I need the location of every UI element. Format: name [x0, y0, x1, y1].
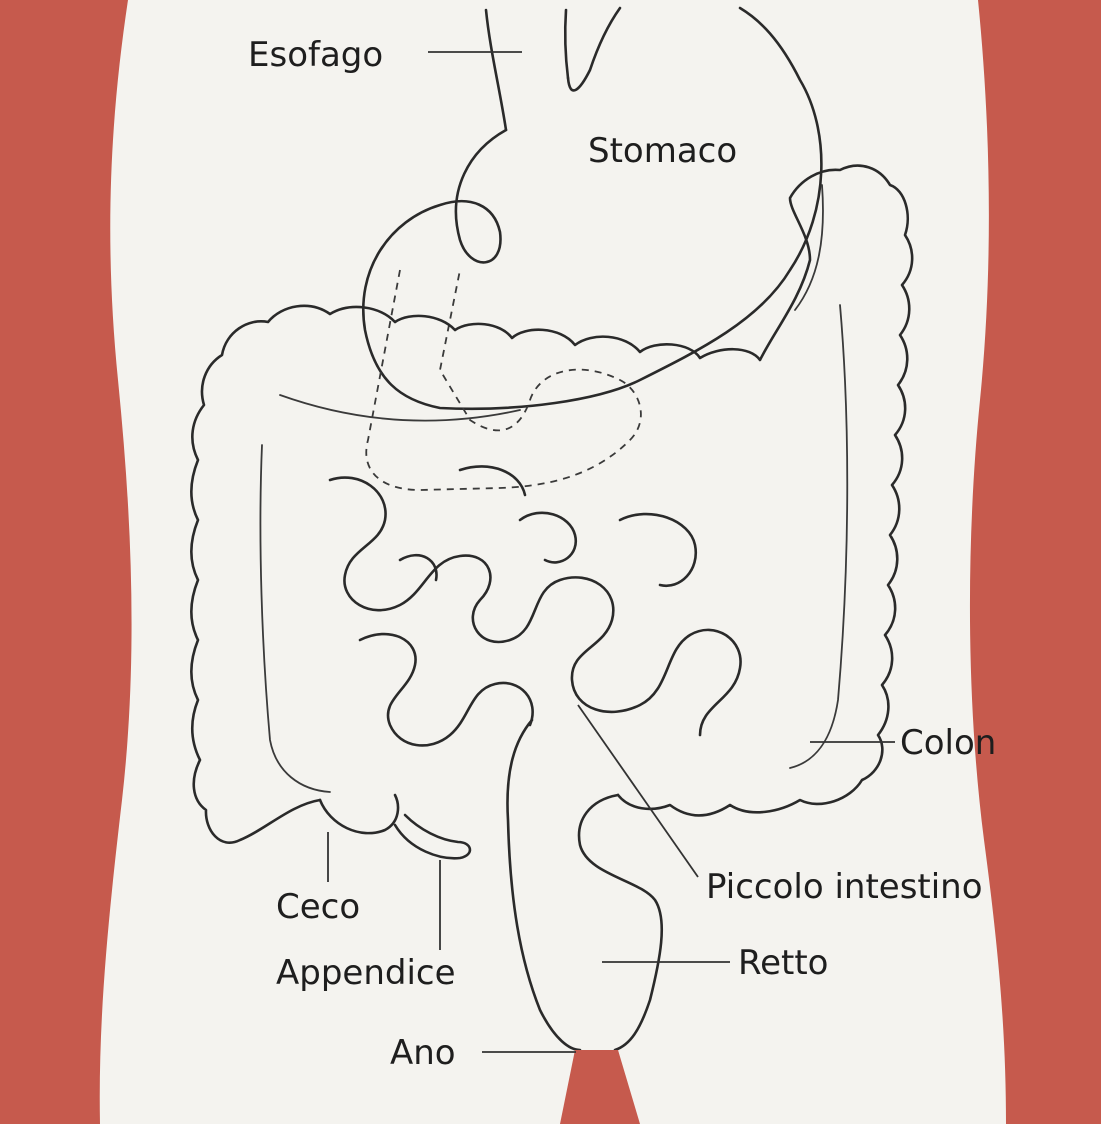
colon — [191, 166, 912, 843]
leader-piccolo-intestino — [578, 705, 698, 877]
label-ceco: Ceco — [276, 887, 360, 927]
small-intestine — [330, 466, 741, 745]
label-retto: Retto — [738, 943, 828, 983]
hidden-duodenum — [366, 270, 641, 490]
label-ano: Ano — [390, 1033, 456, 1073]
label-esofago: Esofago — [248, 35, 383, 75]
label-appendice: Appendice — [276, 953, 456, 993]
label-stomaco: Stomaco — [588, 131, 737, 171]
stomach — [363, 8, 821, 409]
cecum-appendix — [320, 795, 470, 858]
right-body-wall — [970, 0, 1101, 1124]
label-piccolo-intestino: Piccolo intestino — [706, 867, 983, 907]
esophagus — [486, 10, 568, 130]
label-colon: Colon — [900, 723, 996, 763]
left-body-wall — [0, 0, 132, 1124]
rectum — [507, 720, 661, 1050]
anus-opening — [560, 1050, 640, 1124]
